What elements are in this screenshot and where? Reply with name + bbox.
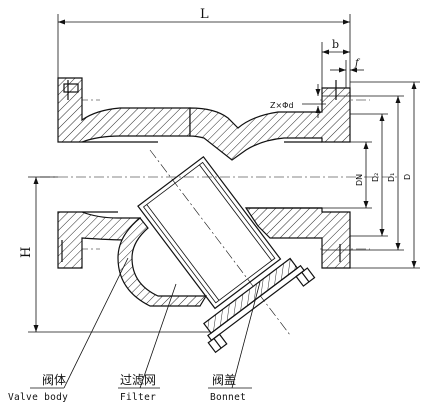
label-bonnet-cn: 阀盖 [212,373,236,387]
filter-screen [137,155,282,310]
label-bonnet-en: Bonnet [210,392,246,403]
dim-L: L [200,7,209,22]
dim-D2: D₂ [371,173,380,182]
dimension-labels: L b f Z×Φd DN D₂ D₁ D H [19,7,412,258]
label-valve-body-cn: 阀体 [42,373,66,387]
dim-hole: Z×Φd [270,101,294,110]
part-labels: 阀体 Valve body 过滤网 Filter 阀盖 Bonnet [8,373,246,403]
label-filter-en: Filter [120,392,156,403]
dim-b: b [332,38,339,51]
dim-H: H [19,247,34,258]
label-valve-body-en: Valve body [8,392,68,403]
label-filter-cn: 过滤网 [120,373,156,387]
dim-DN: DN [355,174,364,186]
dim-D: D [403,174,412,180]
dim-f: f [354,58,361,69]
bonnet [203,257,316,354]
dimension-lines [28,14,420,333]
leader-lines [30,257,261,389]
valve-body-section [57,77,351,307]
dim-D1: D₁ [387,173,396,182]
